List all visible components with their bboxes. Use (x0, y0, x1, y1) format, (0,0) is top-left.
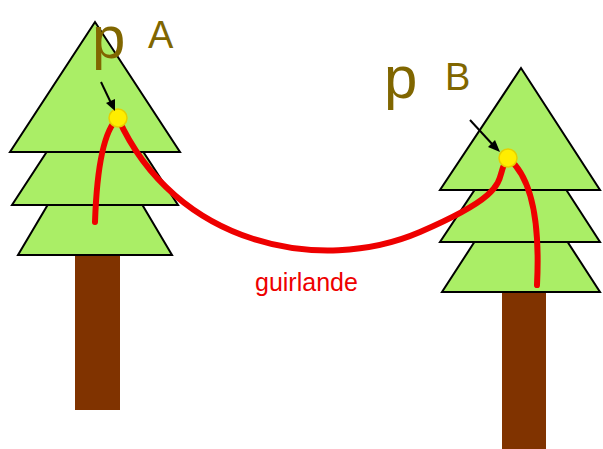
point-subscript: B (445, 56, 470, 98)
point-name-holder: p (384, 48, 417, 108)
point-marker (109, 109, 127, 127)
arrowhead (106, 99, 115, 111)
leader-line (101, 82, 111, 103)
tree-trunk (502, 285, 546, 449)
point-name: p (92, 4, 125, 71)
leader-line (470, 120, 493, 145)
point-name-holder: p (92, 8, 125, 68)
garland (95, 118, 118, 222)
point-name: p (384, 44, 417, 111)
arrowhead (488, 140, 500, 152)
point-subscript-holder: B (445, 58, 470, 96)
garland (508, 158, 538, 285)
garland-label: guirlande (255, 268, 358, 296)
garland (118, 118, 508, 250)
point-subscript: A (148, 14, 173, 56)
point-subscript-holder: A (148, 16, 173, 54)
point-marker (499, 149, 517, 167)
tree-trunk (75, 250, 120, 410)
garland-label-holder: guirlande (255, 270, 358, 295)
